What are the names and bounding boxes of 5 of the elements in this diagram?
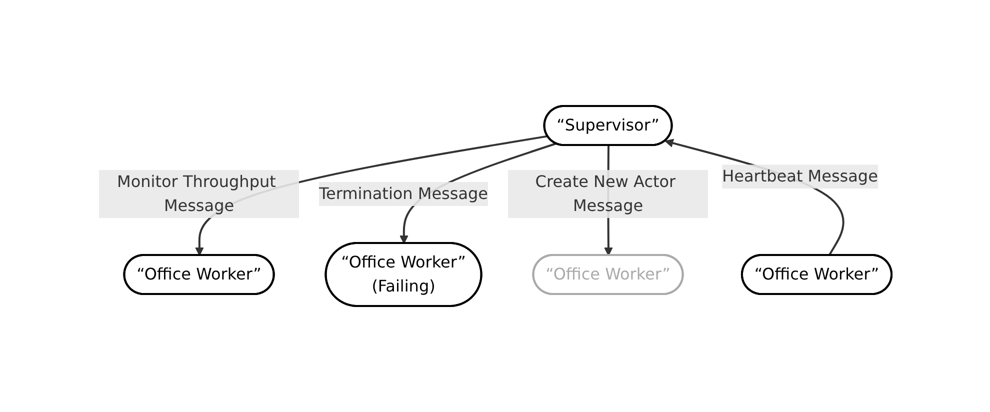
edge-label: Heartbeat Message — [722, 166, 878, 186]
edge-label: Create New Actor Message — [535, 172, 676, 215]
arrow — [194, 135, 548, 256]
edge-label: Termination Message — [318, 184, 488, 203]
edge-label: Monitor Throughput Message — [116, 172, 276, 215]
